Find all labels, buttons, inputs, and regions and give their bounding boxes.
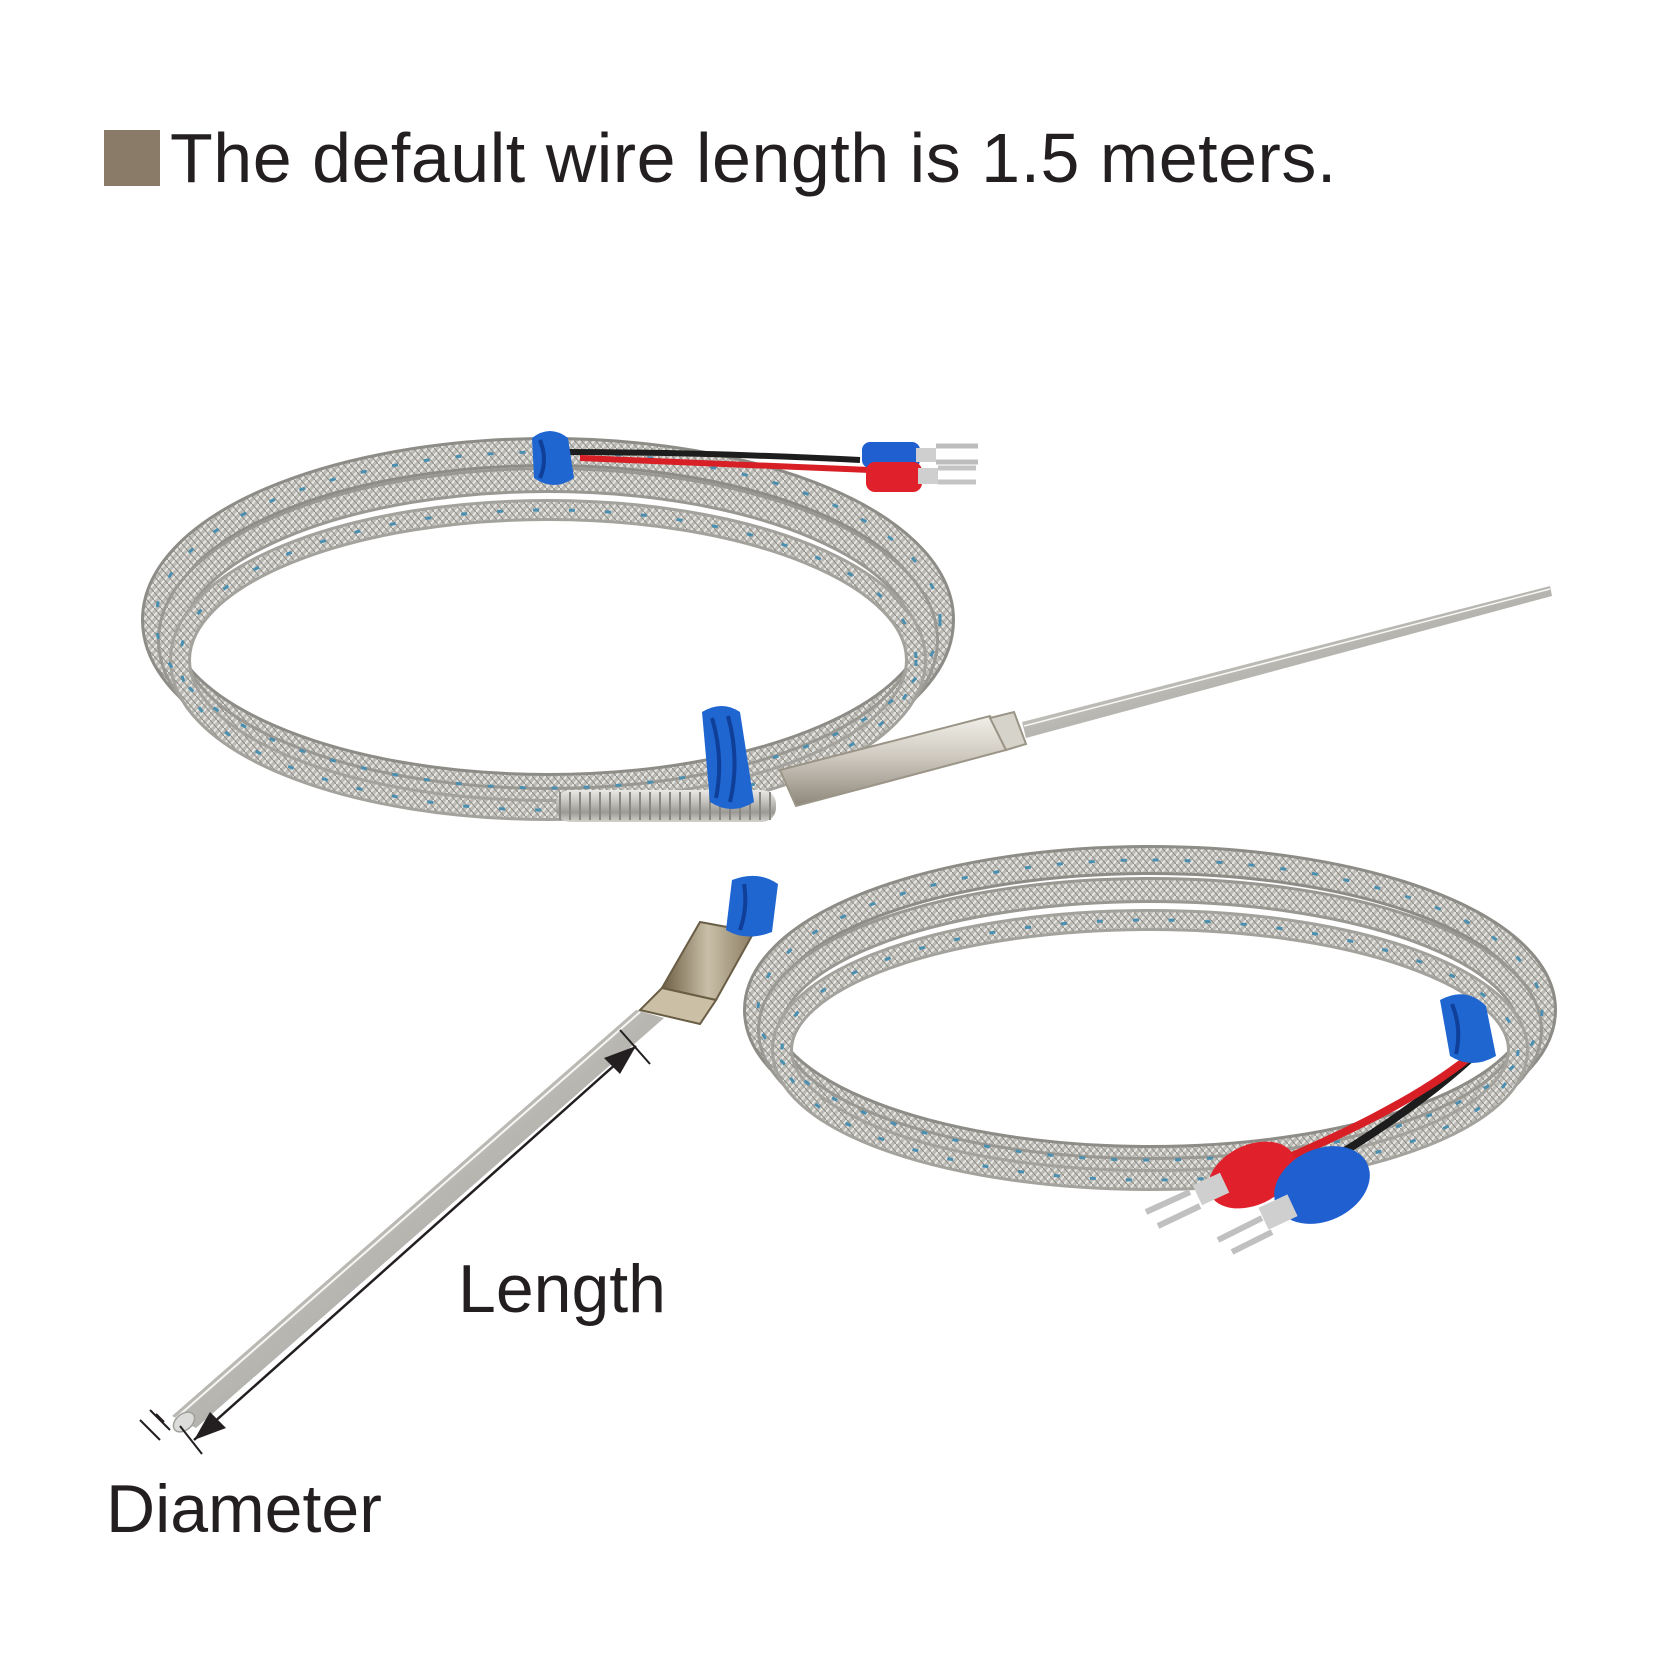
- bottom-terminal-red: [1144, 1141, 1296, 1229]
- length-label: Length: [458, 1251, 666, 1327]
- headline: The default wire length is 1.5 meters.: [104, 118, 1337, 198]
- length-dimension-arrow: [179, 1029, 651, 1455]
- top-probe: [1022, 586, 1552, 738]
- bottom-cable-tie-right: [1440, 994, 1496, 1063]
- top-cable-tie-front: [702, 706, 754, 809]
- bottom-cable-tie-left: [726, 875, 778, 937]
- bottom-cable-coil: [743, 845, 1557, 1191]
- headline-text: The default wire length is 1.5 meters.: [170, 119, 1337, 197]
- top-lead-wires: [559, 449, 871, 473]
- bottom-probe: [172, 1010, 664, 1433]
- top-cable-tie-back: [532, 431, 574, 485]
- bottom-sleeve: [638, 920, 756, 1026]
- square-bullet-icon: [104, 130, 160, 186]
- diameter-dimension-arrow: [139, 1409, 171, 1441]
- top-terminal-blue: [862, 442, 978, 468]
- top-cable-coil: [141, 437, 955, 821]
- top-terminal-red: [866, 462, 976, 492]
- top-sleeve: [778, 710, 1028, 808]
- bottom-terminal-blue: [1216, 1146, 1370, 1255]
- diameter-label: Diameter: [106, 1471, 382, 1547]
